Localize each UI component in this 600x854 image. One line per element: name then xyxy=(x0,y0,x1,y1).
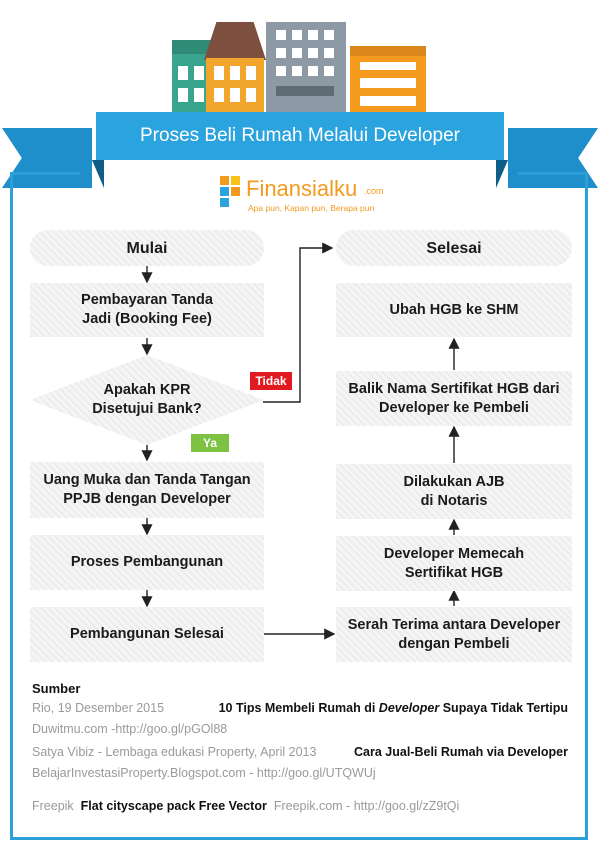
logo-tagline: Apa pun, Kapan pun, Berapa pun xyxy=(248,203,375,213)
finansialku-logo: Finansialku .com Apa pun, Kapan pun, Ber… xyxy=(218,174,388,218)
page-title: Proses Beli Rumah Melalui Developer xyxy=(96,112,504,160)
step-booking-fee: Pembayaran Tanda Jadi (Booking Fee) xyxy=(30,283,264,337)
step-pembangunan-selesai: Pembangunan Selesai xyxy=(30,607,264,662)
frame-top-left xyxy=(10,172,80,175)
source-1-title-a: 10 Tips Membeli Rumah di xyxy=(218,701,379,715)
step-balik-nama: Balik Nama Sertifikat HGB dari Developer… xyxy=(336,371,572,426)
content-frame xyxy=(10,172,588,840)
source-3-title: Flat cityscape pack Free Vector xyxy=(80,799,267,813)
start-node: Mulai xyxy=(30,230,264,266)
source-2-suffix: BelajarInvestasiProperty.Blogspot.com - … xyxy=(32,766,376,780)
sources-heading: Sumber xyxy=(32,681,81,696)
source-1-suffix: Duwitmu.com -http://goo.gl/pGOl88 xyxy=(32,722,228,736)
source-1-title-em: Developer xyxy=(378,701,440,715)
no-badge: Tidak xyxy=(250,372,292,390)
source-1-prefix: Rio, 19 Desember 2015 xyxy=(32,701,165,715)
source-item-3: Freepik Flat cityscape pack Free Vector … xyxy=(32,796,568,817)
source-1-title-b: Supaya Tidak Tertipu xyxy=(439,701,568,715)
step-ppjb: Uang Muka dan Tanda Tangan PPJB dengan D… xyxy=(30,462,264,518)
step-serah-terima: Serah Terima antara Developer dengan Pem… xyxy=(336,607,572,662)
arrow-no-to-finish xyxy=(263,242,334,403)
source-3-prefix: Freepik xyxy=(32,799,74,813)
source-item-2: Satya Vibiz - Lembaga edukasi Property, … xyxy=(32,742,568,784)
step-ubah-hgb-shm: Ubah HGB ke SHM xyxy=(336,283,572,337)
source-item-1: Rio, 19 Desember 2015 10 Tips Membeli Ru… xyxy=(32,698,568,740)
source-3-suffix: Freepik.com - http://goo.gl/zZ9tQi xyxy=(273,799,460,813)
finish-node: Selesai xyxy=(336,230,572,266)
source-2-title: Cara Jual-Beli Rumah via Developer xyxy=(354,745,568,759)
logo-dotcom: .com xyxy=(364,186,384,196)
logo-mark-icon xyxy=(220,176,240,207)
source-2-prefix: Satya Vibiz - Lembaga edukasi Property, … xyxy=(32,745,317,759)
frame-top-right xyxy=(518,172,588,175)
logo-name: Finansialku xyxy=(246,176,358,201)
step-pecah-sertifikat: Developer Memecah Sertifikat HGB xyxy=(336,536,572,591)
yes-badge: Ya xyxy=(191,434,229,452)
step-pembangunan: Proses Pembangunan xyxy=(30,535,264,590)
step-ajb-notaris: Dilakukan AJB di Notaris xyxy=(336,464,572,519)
